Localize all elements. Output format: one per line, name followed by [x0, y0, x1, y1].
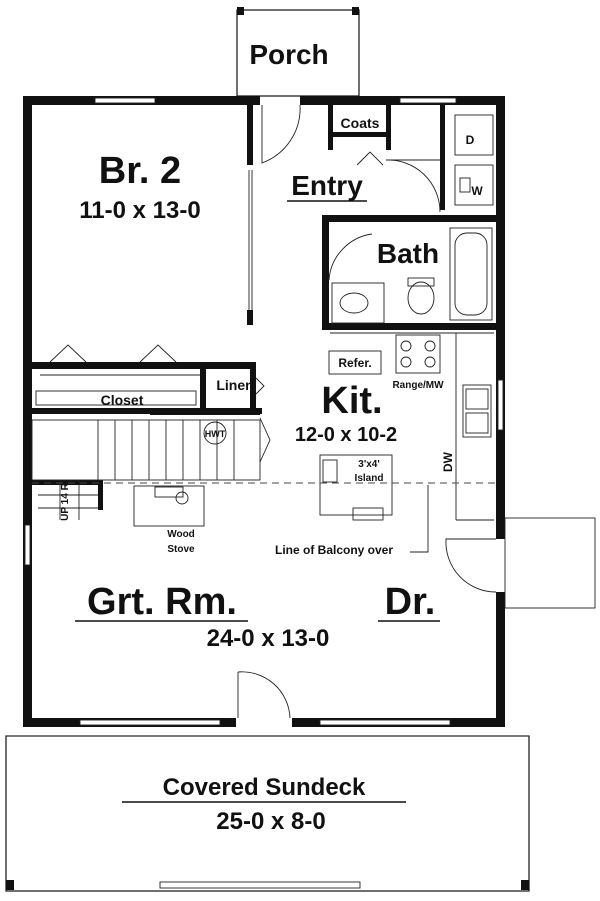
exterior-walls: [23, 96, 505, 727]
dryer-label: D: [466, 133, 475, 147]
bedroom-name: Br. 2: [99, 150, 181, 192]
bath-label: Bath: [377, 238, 439, 269]
balcony-note: Line of Balcony over: [275, 543, 393, 557]
bedroom-dims: 11-0 x 13-0: [79, 197, 200, 224]
range-label: Range/MW: [392, 380, 444, 391]
dining-name: Dr.: [385, 581, 436, 623]
island-label: Island: [355, 473, 384, 484]
bedroom-2: Br. 2 11-0 x 13-0: [40, 150, 201, 376]
closet-area: Closet Linen: [35, 377, 265, 408]
interior-walls: [32, 105, 505, 510]
bath-area: Bath: [328, 227, 493, 324]
laundry-area: D W: [454, 114, 494, 206]
kitchen-area: Refer. Range/MW DW Kit. 12-0 x 10-2 3'x4…: [295, 332, 494, 521]
great-room-name: Grt. Rm.: [87, 581, 237, 623]
stove-label-1: Wood: [167, 529, 195, 540]
kitchen-name: Kit.: [321, 380, 382, 422]
stairs-area: HWT UP 14 R: [31, 417, 271, 521]
closet-label: Closet: [101, 392, 144, 408]
balcony-line: Line of Balcony over: [32, 482, 496, 557]
linen-label: Linen: [216, 377, 253, 393]
entry-area: Coats Entry: [261, 104, 441, 213]
coats-label: Coats: [341, 115, 380, 131]
refrigerator-label: Refer.: [338, 356, 371, 370]
island-size: 3'x4': [358, 459, 379, 470]
covered-sundeck: Covered Sundeck 25-0 x 8-0: [5, 735, 530, 892]
kitchen-dims: 12-0 x 10-2: [295, 424, 397, 446]
wood-stove: Wood Stove: [133, 485, 205, 555]
porch-label: Porch: [249, 39, 328, 70]
water-heater-label: HWT: [205, 429, 226, 439]
sundeck-dims: 25-0 x 8-0: [216, 808, 325, 835]
side-door: [445, 517, 596, 609]
sundeck-name: Covered Sundeck: [163, 774, 366, 801]
entry-label: Entry: [291, 170, 363, 201]
dishwasher-label: DW: [441, 451, 455, 472]
great-room: Grt. Rm. 24-0 x 13-0 Dr.: [75, 581, 440, 719]
great-room-dims: 24-0 x 13-0: [207, 625, 330, 652]
stove-label-2: Stove: [167, 544, 195, 555]
stairs-label: UP 14 R: [60, 482, 71, 520]
washer-label: W: [471, 184, 483, 198]
porch-area: Porch: [236, 7, 360, 97]
